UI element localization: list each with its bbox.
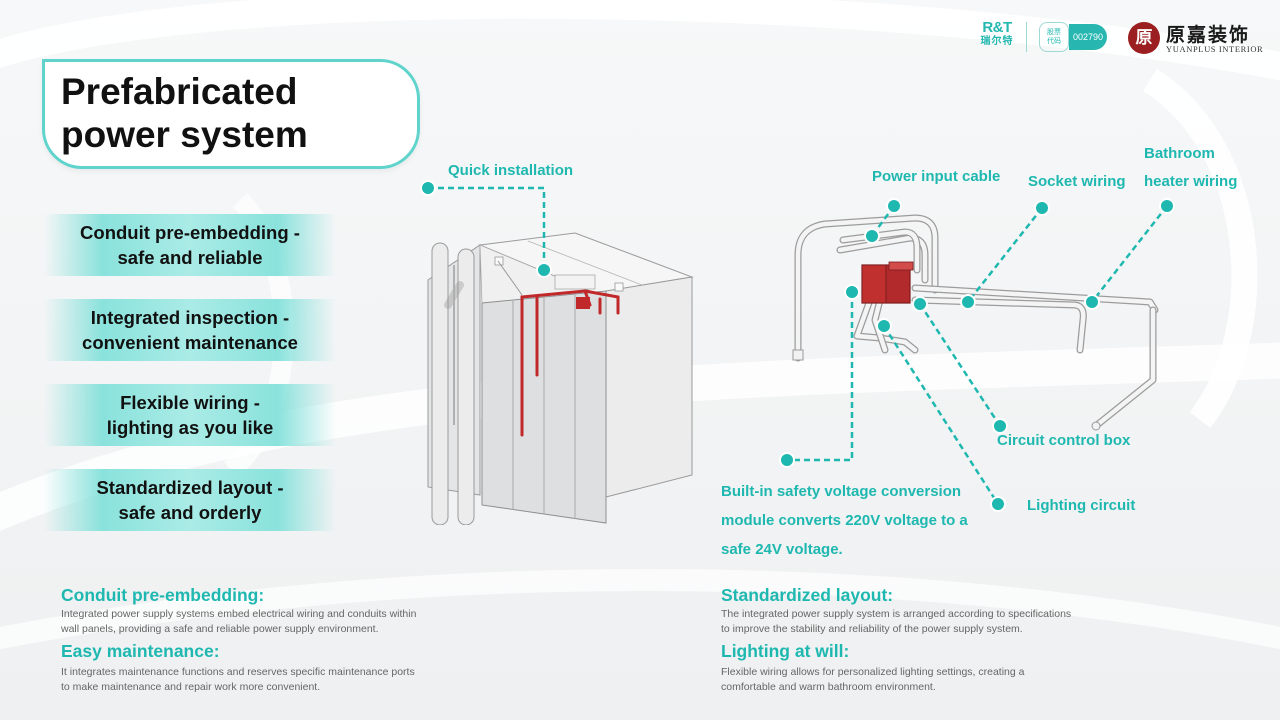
yuanplus-logo-badge: 原: [1128, 22, 1160, 54]
label-lighting-circuit: Lighting circuit: [1027, 497, 1136, 514]
stock-label-line1: 股票: [1047, 28, 1061, 36]
section-heading-layout: Standardized layout:: [721, 585, 894, 605]
label-circuit-control-box: Circuit control box: [997, 432, 1131, 449]
section-text-layout: The integrated power supply system is ar…: [721, 607, 1131, 637]
feature-pill-wiring: Flexible wiring - lighting as you like: [44, 384, 336, 446]
callout-dot: [1034, 200, 1050, 216]
section-heading-maintenance: Easy maintenance:: [61, 641, 220, 661]
section-text-line1: It integrates maintenance functions and …: [61, 666, 415, 678]
callout-dot: [990, 496, 1006, 512]
section-text-conduit: Integrated power supply systems embed el…: [61, 607, 471, 637]
callout-dot: [864, 228, 880, 244]
section-text-line2: comfortable and warm bathroom environmen…: [721, 681, 936, 693]
bathroom-pod-illustration: [427, 232, 694, 525]
section-text-line1: Integrated power supply systems embed el…: [61, 608, 417, 620]
section-text-line1: Flexible wiring allows for personalized …: [721, 666, 1025, 678]
callout-dot: [960, 294, 976, 310]
feature-line2: safe and reliable: [117, 247, 263, 268]
callout-dot: [844, 284, 860, 300]
feature-pill-inspection: Integrated inspection - convenient maint…: [44, 299, 336, 361]
stock-label: 股票 代码: [1039, 22, 1069, 52]
page-title-line1: Prefabricated: [61, 71, 298, 112]
section-text-line2: wall panels, providing a safe and reliab…: [61, 623, 379, 635]
section-text-maintenance: It integrates maintenance functions and …: [61, 665, 471, 695]
label-bathroom-heater-line1: Bathroom: [1144, 145, 1215, 162]
section-heading-conduit: Conduit pre-embedding:: [61, 585, 265, 605]
logo-divider: [1026, 22, 1027, 52]
rt-logo: R&T 瑞尔特: [975, 20, 1019, 48]
label-voltage-conversion-module: Built-in safety voltage conversion modul…: [721, 483, 968, 558]
callout-dot: [1084, 294, 1100, 310]
rt-logo-chinese: 瑞尔特: [980, 36, 1014, 47]
yuanplus-logo-english: YUANPLUS INTERIOR: [1166, 44, 1264, 54]
section-text-line2: to improve the stability and reliability…: [721, 623, 1023, 635]
page-title: Prefabricated power system: [61, 70, 391, 156]
callout-dot: [992, 418, 1008, 434]
callout-dot: [536, 262, 552, 278]
yuanplus-logo-chinese: 原嘉装饰: [1166, 24, 1251, 46]
callout-dot: [1159, 198, 1175, 214]
callout-dot: [886, 198, 902, 214]
feature-line2: safe and orderly: [118, 502, 262, 523]
feature-line2: lighting as you like: [106, 417, 274, 438]
feature-pill-conduit: Conduit pre-embedding - safe and reliabl…: [44, 214, 336, 276]
section-text-line2: to make maintenance and repair work more…: [61, 681, 321, 693]
feature-line2: convenient maintenance: [82, 332, 298, 353]
label-power-input-cable: Power input cable: [872, 168, 1001, 185]
rt-logo-text: R&T: [982, 19, 1012, 36]
label-bathroom-heater-line2: heater wiring: [1144, 173, 1238, 190]
label-quick-installation: Quick installation: [448, 162, 574, 179]
section-heading-lighting: Lighting at will:: [721, 641, 850, 661]
section-text-lighting: Flexible wiring allows for personalized …: [721, 665, 1131, 695]
feature-line1: Integrated inspection -: [90, 307, 290, 328]
wiring-diagram-illustration: [792, 214, 1159, 431]
title-frame: [42, 59, 420, 169]
feature-line1: Conduit pre-embedding -: [80, 222, 300, 243]
section-text-line1: The integrated power supply system is ar…: [721, 608, 1072, 620]
label-socket-wiring: Socket wiring: [1028, 173, 1126, 190]
callout-dot: [876, 318, 892, 334]
callout-dot: [779, 452, 795, 468]
page-title-line2: power system: [61, 114, 308, 155]
callout-dot: [912, 296, 928, 312]
feature-line1: Standardized layout -: [96, 477, 284, 498]
feature-pill-layout: Standardized layout - safe and orderly: [44, 469, 336, 531]
stock-code: 002790: [1069, 24, 1107, 50]
callout-dot: [420, 180, 436, 196]
stock-label-line2: 代码: [1047, 37, 1061, 45]
feature-line1: Flexible wiring -: [120, 392, 260, 413]
